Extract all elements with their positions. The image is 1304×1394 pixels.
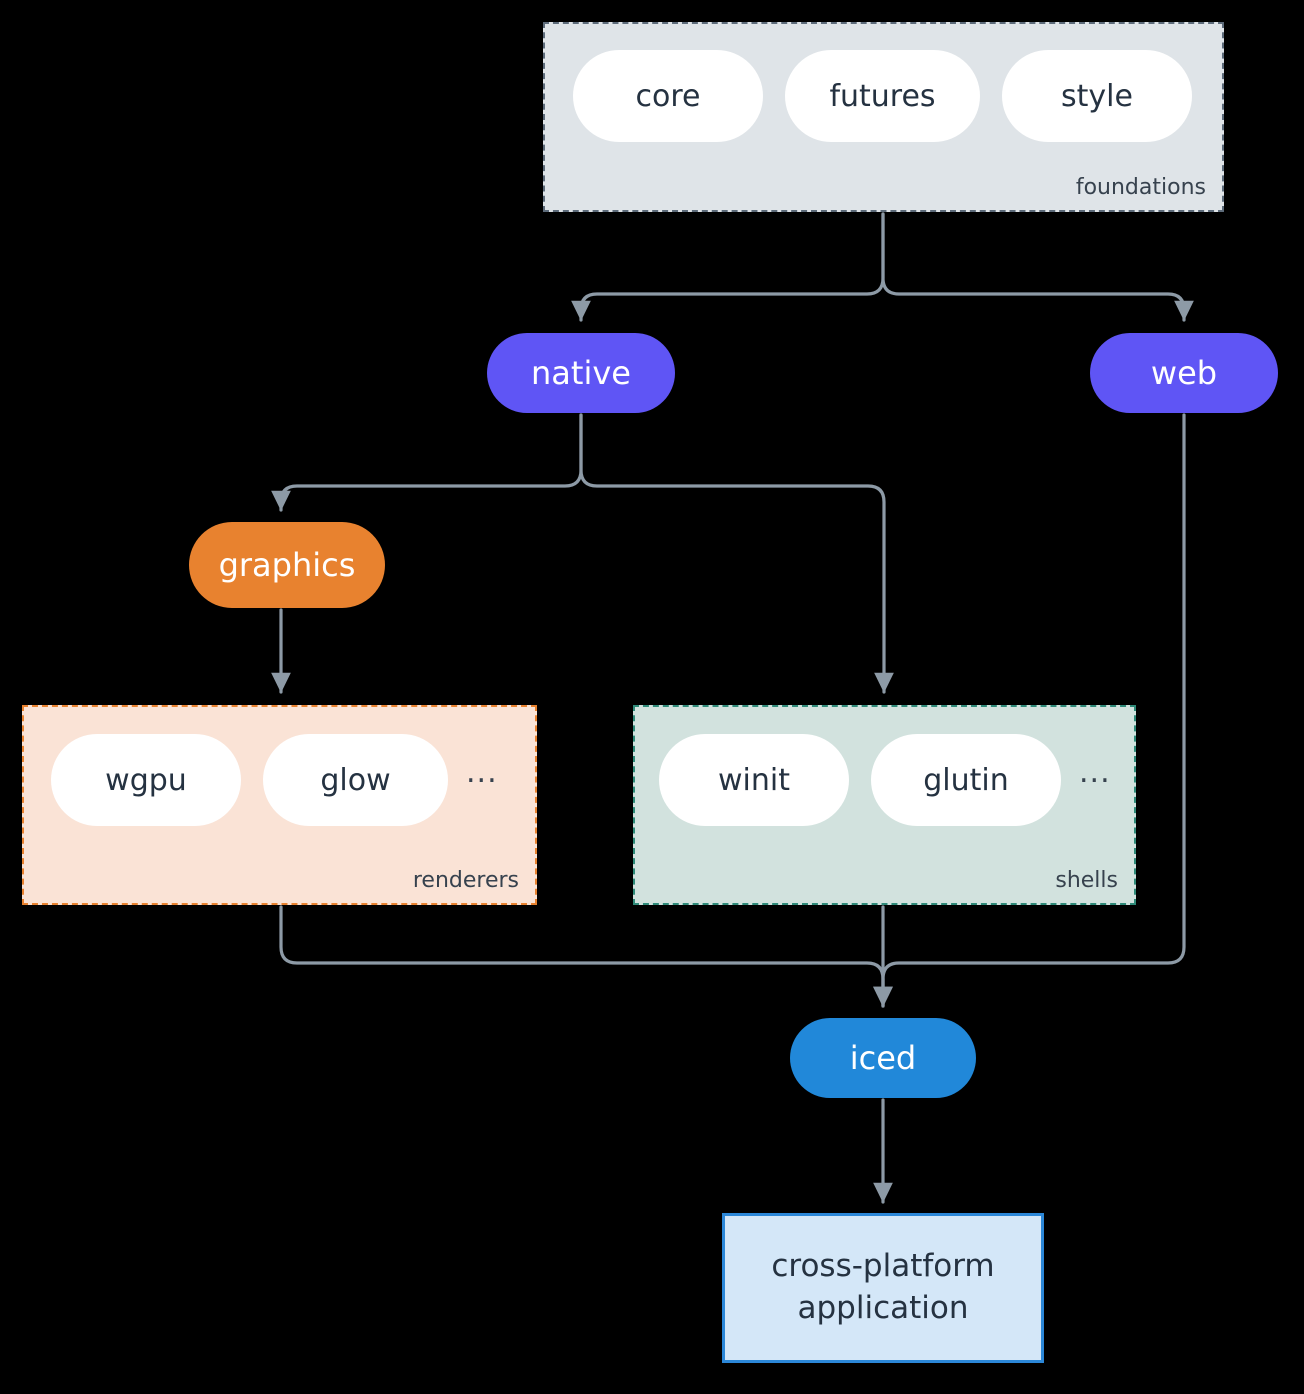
node-web[interactable]: web	[1090, 333, 1278, 413]
group-label-foundations: foundations	[1075, 175, 1206, 200]
group-label-renderers: renderers	[412, 868, 519, 893]
shells-more-ellipsis: ...	[1079, 755, 1111, 790]
group-foundations: core futures style foundations	[543, 22, 1224, 212]
chip-futures[interactable]: futures	[785, 50, 980, 142]
chip-wgpu[interactable]: wgpu	[51, 734, 241, 826]
edge-foundations-web	[881, 212, 1194, 322]
edge-foundations-native	[571, 212, 885, 322]
application-line-1: cross-platform	[771, 1248, 995, 1285]
chip-style[interactable]: style	[1002, 50, 1192, 142]
renderers-more-ellipsis: ...	[466, 755, 498, 790]
group-label-shells: shells	[1055, 868, 1118, 893]
chip-core[interactable]: core	[573, 50, 763, 142]
group-shells: winit glutin ... shells	[633, 705, 1136, 905]
foundations-chip-row: core futures style	[573, 50, 1192, 142]
node-graphics[interactable]: graphics	[189, 522, 385, 608]
group-renderers: wgpu glow ... renderers	[22, 705, 537, 905]
chip-glutin[interactable]: glutin	[871, 734, 1061, 826]
edge-native-shells	[579, 413, 894, 694]
edge-native-graphics	[271, 413, 583, 512]
node-cross-platform-application[interactable]: cross-platform application	[722, 1213, 1044, 1363]
shells-chip-row: winit glutin ...	[659, 734, 1111, 826]
node-iced[interactable]: iced	[790, 1018, 976, 1098]
edge-renderers-iced	[279, 905, 893, 1008]
node-native[interactable]: native	[487, 333, 675, 413]
renderers-chip-row: wgpu glow ...	[51, 734, 498, 826]
chip-winit[interactable]: winit	[659, 734, 849, 826]
application-line-2: application	[797, 1290, 969, 1326]
chip-glow[interactable]: glow	[263, 734, 448, 826]
